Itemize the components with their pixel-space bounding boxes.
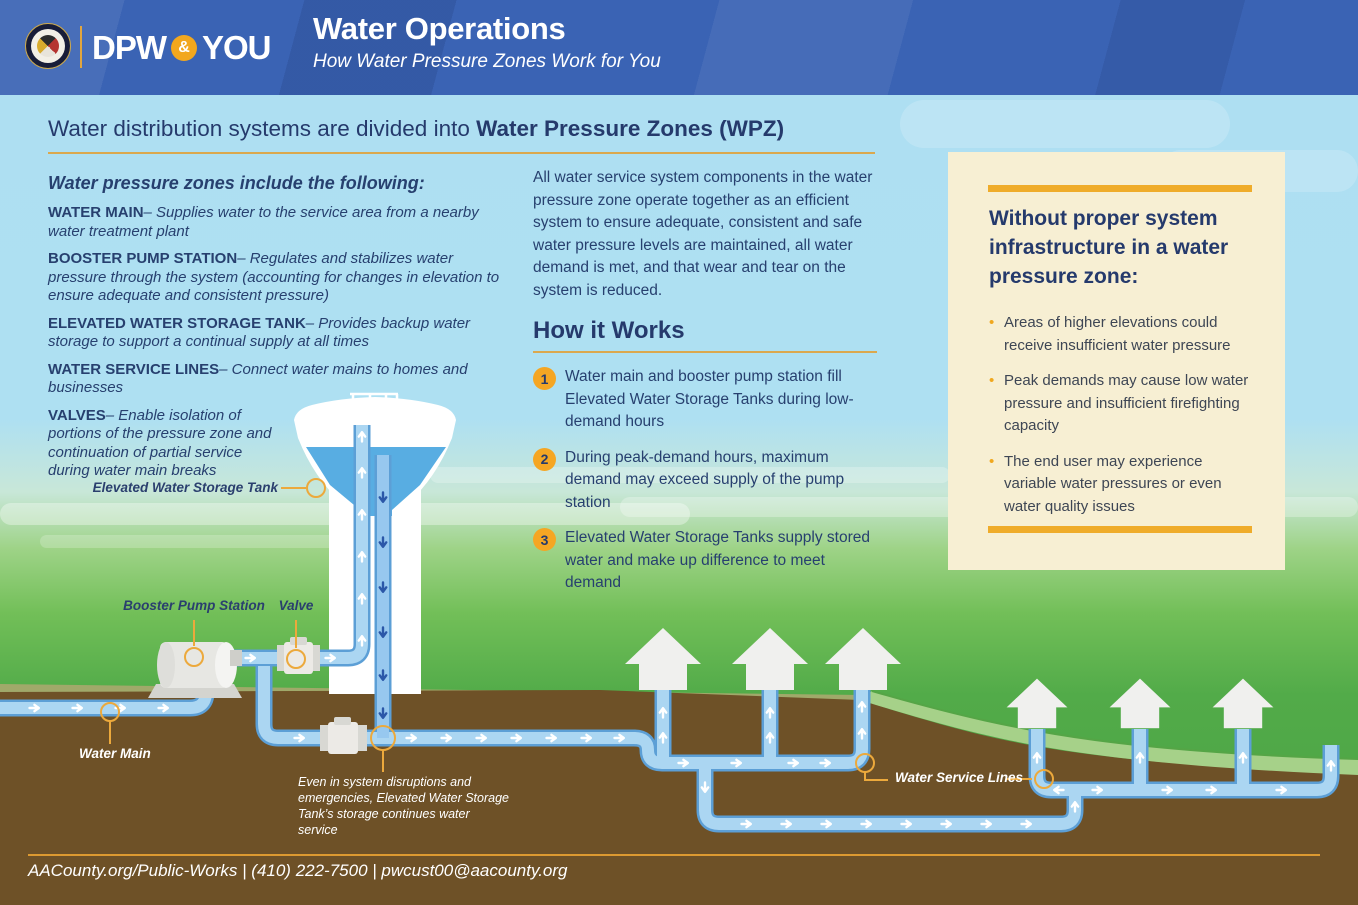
label-valve: Valve bbox=[278, 598, 314, 613]
step-3: 3 Elevated Water Storage Tanks supply st… bbox=[533, 527, 885, 595]
callout-leaders bbox=[100, 478, 1054, 789]
definition-elevated-tank: ELEVATED WATER STORAGE TANK– Provides ba… bbox=[48, 314, 471, 351]
tank-railing bbox=[350, 392, 399, 409]
logo-you: YOU bbox=[202, 28, 272, 66]
pump-back-cap bbox=[157, 642, 175, 688]
how-it-works-heading: How it Works bbox=[533, 317, 685, 344]
dpw-and-you-logo: DPW & YOU bbox=[92, 0, 272, 95]
definition-water-main: WATER MAIN– Supplies water to the servic… bbox=[48, 204, 479, 240]
haze-streak bbox=[40, 535, 350, 548]
house-icon bbox=[1109, 678, 1171, 729]
sidebar-bullet: The end user may experience variable wat… bbox=[989, 451, 1251, 519]
house-icon bbox=[1006, 678, 1068, 729]
sidebar-heading: Without proper system infrastructure in … bbox=[989, 207, 1229, 288]
main-heading-normal: Water distribution systems are divided i… bbox=[48, 116, 477, 141]
label-booster-pump: Booster Pump Station bbox=[123, 598, 265, 613]
header: DPW & YOU Water Operations How Water Pre… bbox=[0, 0, 1358, 95]
step-number-badge: 2 bbox=[533, 447, 556, 471]
label-water-service-lines: Water Service Lines bbox=[895, 770, 1024, 785]
house-icon bbox=[825, 628, 901, 690]
overview-column: All water service system components in t… bbox=[533, 167, 885, 595]
main-heading-bold: Water Pressure Zones (WPZ) bbox=[476, 116, 785, 141]
label-water-main: Water Main bbox=[79, 746, 151, 761]
definition-booster-pump-station: BOOSTER PUMP STATION– Regulates and stab… bbox=[48, 250, 500, 304]
logo-dpw: DPW bbox=[92, 28, 167, 66]
warning-sidebar: Without proper system infrastructure in … bbox=[948, 152, 1285, 570]
definitions-column: Water pressure zones include the followi… bbox=[48, 173, 510, 490]
house-icon bbox=[1212, 678, 1274, 729]
footer-rule bbox=[28, 854, 1320, 856]
step-number-badge: 1 bbox=[533, 367, 556, 390]
house-icon bbox=[732, 628, 808, 690]
main-heading: Water distribution systems are divided i… bbox=[48, 116, 878, 142]
step-1: 1 Water main and booster pump station fi… bbox=[533, 366, 885, 434]
logo-divider bbox=[80, 26, 82, 68]
county-seal-icon bbox=[25, 23, 71, 69]
definitions-heading: Water pressure zones include the followi… bbox=[48, 173, 425, 193]
footer-contact: AACounty.org/Public-Works | (410) 222-75… bbox=[28, 861, 568, 880]
page-subtitle: How Water Pressure Zones Work for You bbox=[313, 51, 661, 72]
sidebar-rule-top bbox=[988, 185, 1252, 192]
label-disruption-note: Even in system disruptions and emergenci… bbox=[298, 775, 509, 837]
pump-nozzle bbox=[230, 650, 242, 666]
sidebar-bullet: Peak demands may cause low water pressur… bbox=[989, 370, 1251, 438]
haze-streak bbox=[430, 467, 950, 483]
right-service-line bbox=[1031, 729, 1337, 796]
booster-pump-station bbox=[148, 642, 242, 698]
overview-paragraph: All water service system components in t… bbox=[533, 169, 873, 299]
grass-slope-line bbox=[871, 690, 1358, 760]
how-it-works-rule bbox=[533, 351, 877, 353]
heading-rule bbox=[48, 152, 875, 154]
deep-transmission-pipe bbox=[699, 763, 1081, 830]
masthead: Water Operations How Water Pressure Zone… bbox=[313, 11, 661, 73]
definition-service-lines: WATER SERVICE LINES– Connect water mains… bbox=[48, 360, 468, 397]
step-number-badge: 3 bbox=[533, 528, 556, 551]
sidebar-bullet: Areas of higher elevations could receive… bbox=[989, 312, 1251, 357]
definition-valves: VALVES– Enable isolation of portions of … bbox=[48, 406, 272, 480]
house-icon bbox=[625, 628, 701, 690]
label-elevated-tank: Elevated Water Storage Tank bbox=[92, 480, 278, 495]
sidebar-rule-bottom bbox=[988, 526, 1252, 533]
sidebar-bullet-list: Areas of higher elevations could receive… bbox=[989, 312, 1251, 531]
page-title: Water Operations bbox=[313, 11, 566, 46]
ampersand-badge: & bbox=[171, 34, 197, 61]
step-2: 2 During peak-demand hours, maximum dema… bbox=[533, 447, 885, 515]
valve-underground bbox=[320, 717, 367, 754]
cloud-shape bbox=[900, 100, 1230, 148]
